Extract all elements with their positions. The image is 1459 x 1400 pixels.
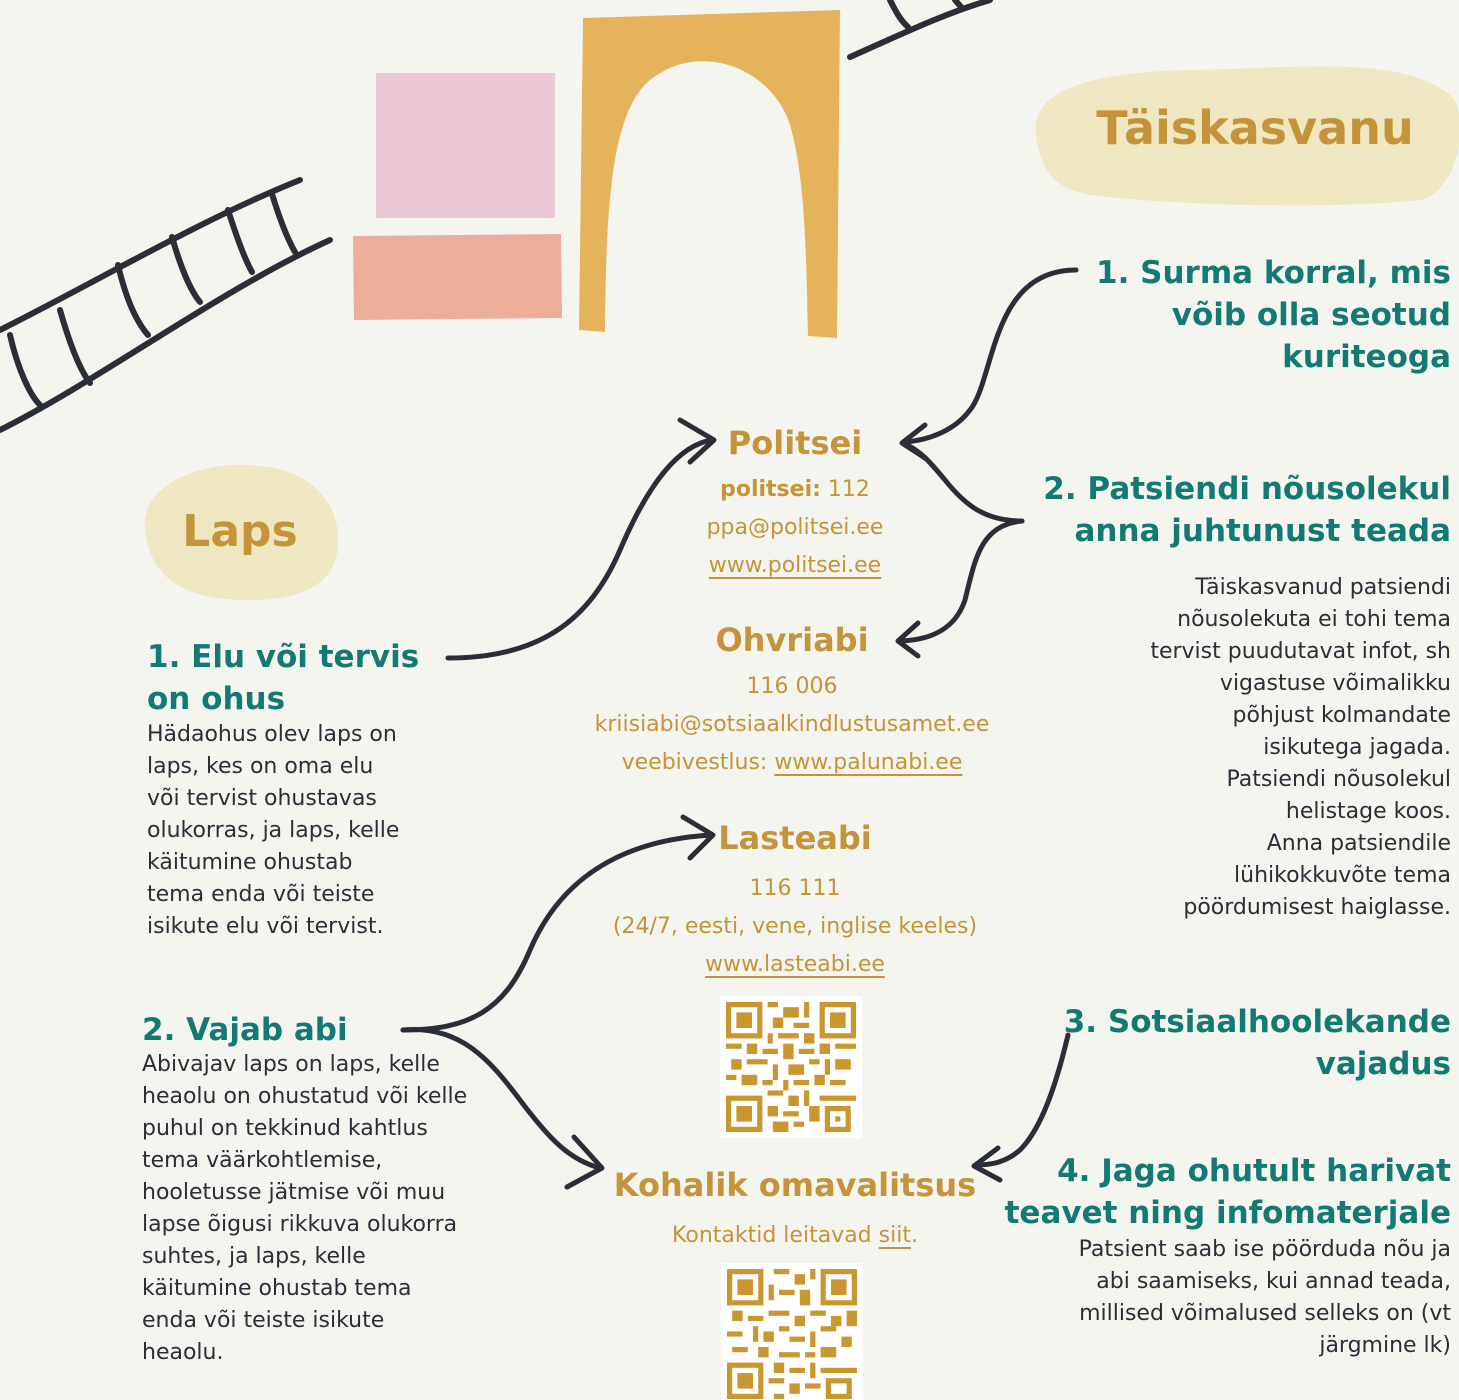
arrowhead-consent-to-victim [895, 620, 921, 659]
child-help-title: Lasteabi [718, 819, 872, 857]
local-gov-contacts: Kontaktid leitavad siit. [560, 1217, 1030, 1255]
arrow-needs-help-to-local-gov [400, 1027, 603, 1171]
local-gov-contacts-link[interactable]: siit [878, 1223, 911, 1248]
qr-code-icon [726, 1002, 856, 1132]
arrow-consent-to-victim [897, 518, 1025, 644]
police-email[interactable]: ppa@politsei.ee [706, 515, 884, 540]
arrow-death-to-police [902, 267, 1079, 445]
adult-item-2-text: Täiskasvanud patsiendi nõusolekuta ei to… [1150, 575, 1451, 920]
police-phone: politsei: 112 [595, 471, 995, 509]
arrow-social-to-local-gov [973, 1032, 1071, 1168]
child-help-block: Lasteabi 116 111 (24/7, eesti, vene, ing… [570, 818, 1020, 984]
child-title: Laps [182, 506, 298, 557]
child-item-1-heading: 1. Elu või tervis on ohus [147, 639, 420, 717]
left-ladder [0, 177, 333, 433]
arrowhead-social-to-local-gov [971, 1145, 1003, 1183]
victim-support-title: Ohvriabi [715, 621, 869, 659]
victim-support-chat-link[interactable]: www.palunabi.ee [774, 750, 963, 775]
police-phone-number: 112 [820, 477, 870, 502]
victim-support-email[interactable]: kriisiabi@sotsiaalkindlustusamet.ee [594, 712, 990, 737]
adult-title: Täiskasvanu [1096, 101, 1414, 155]
adult-item-2-heading: 2. Patsiendi nõusolekul anna juhtunust t… [1043, 471, 1451, 549]
salmon-rectangle [353, 234, 562, 320]
police-phone-label: politsei: [720, 477, 821, 502]
adult-item-4-text: Patsient saab ise pöörduda nõu ja abi sa… [1078, 1237, 1451, 1358]
victim-support-phone: 116 006 [746, 674, 838, 699]
adult-item-4-heading: 4. Jaga ohutult harivat teavet ning info… [1004, 1153, 1451, 1231]
local-gov-qr-code[interactable] [721, 1263, 863, 1400]
adult-title-blob [1035, 66, 1459, 206]
child-item-2-text: Abivajav laps on laps, kelle heaolu on o… [142, 1052, 468, 1365]
lasteabi-qr-code[interactable] [720, 996, 862, 1138]
pink-square [376, 73, 555, 218]
qr-code-icon [727, 1269, 857, 1399]
arrowhead-needs-help-to-lasteabi [680, 814, 716, 861]
police-block: Politsei politsei: 112 ppa@politsei.ee w… [595, 423, 995, 585]
adult-item-1-heading: 1. Surma korral, mis võib olla seotud ku… [1096, 255, 1451, 375]
arch-shape [579, 10, 840, 338]
arrowhead-child-danger-to-police [677, 417, 717, 465]
arrow-needs-help-to-lasteabi [400, 832, 715, 1033]
arrow-consent-to-police [900, 440, 1025, 524]
local-gov-contacts-end: . [910, 1223, 918, 1248]
police-web-link[interactable]: www.politsei.ee [708, 553, 882, 578]
child-item-1-text: Hädaohus olev laps on laps, kes on oma e… [147, 722, 400, 939]
victim-support-chat: veebivestlus: www.palunabi.ee [542, 744, 1042, 782]
child-item-2-heading: 2. Vajab abi [142, 1012, 348, 1048]
local-gov-contacts-text: Kontaktid leitavad [672, 1223, 879, 1248]
arrow-child-danger-to-police [445, 437, 715, 661]
child-help-hours: (24/7, eesti, vene, inglise keeles) [612, 914, 978, 939]
local-gov-block: Kohalik omavalitsus Kontaktid leitavad s… [560, 1165, 1030, 1255]
local-gov-title: Kohalik omavalitsus [613, 1166, 977, 1204]
police-title: Politsei [727, 424, 863, 462]
victim-support-chat-label: veebivestlus: [621, 750, 775, 775]
victim-support-block: Ohvriabi 116 006 kriisiabi@sotsiaalkindl… [542, 620, 1042, 782]
adult-item-3-heading: 3. Sotsiaalhoolekande vajadus [1063, 1004, 1451, 1082]
child-help-web-link[interactable]: www.lasteabi.ee [705, 952, 885, 977]
child-title-blob [144, 464, 339, 601]
top-ladder [847, 0, 993, 60]
arrowhead-needs-help-to-local-gov [564, 1134, 605, 1190]
child-help-phone: 116 111 [749, 876, 841, 901]
